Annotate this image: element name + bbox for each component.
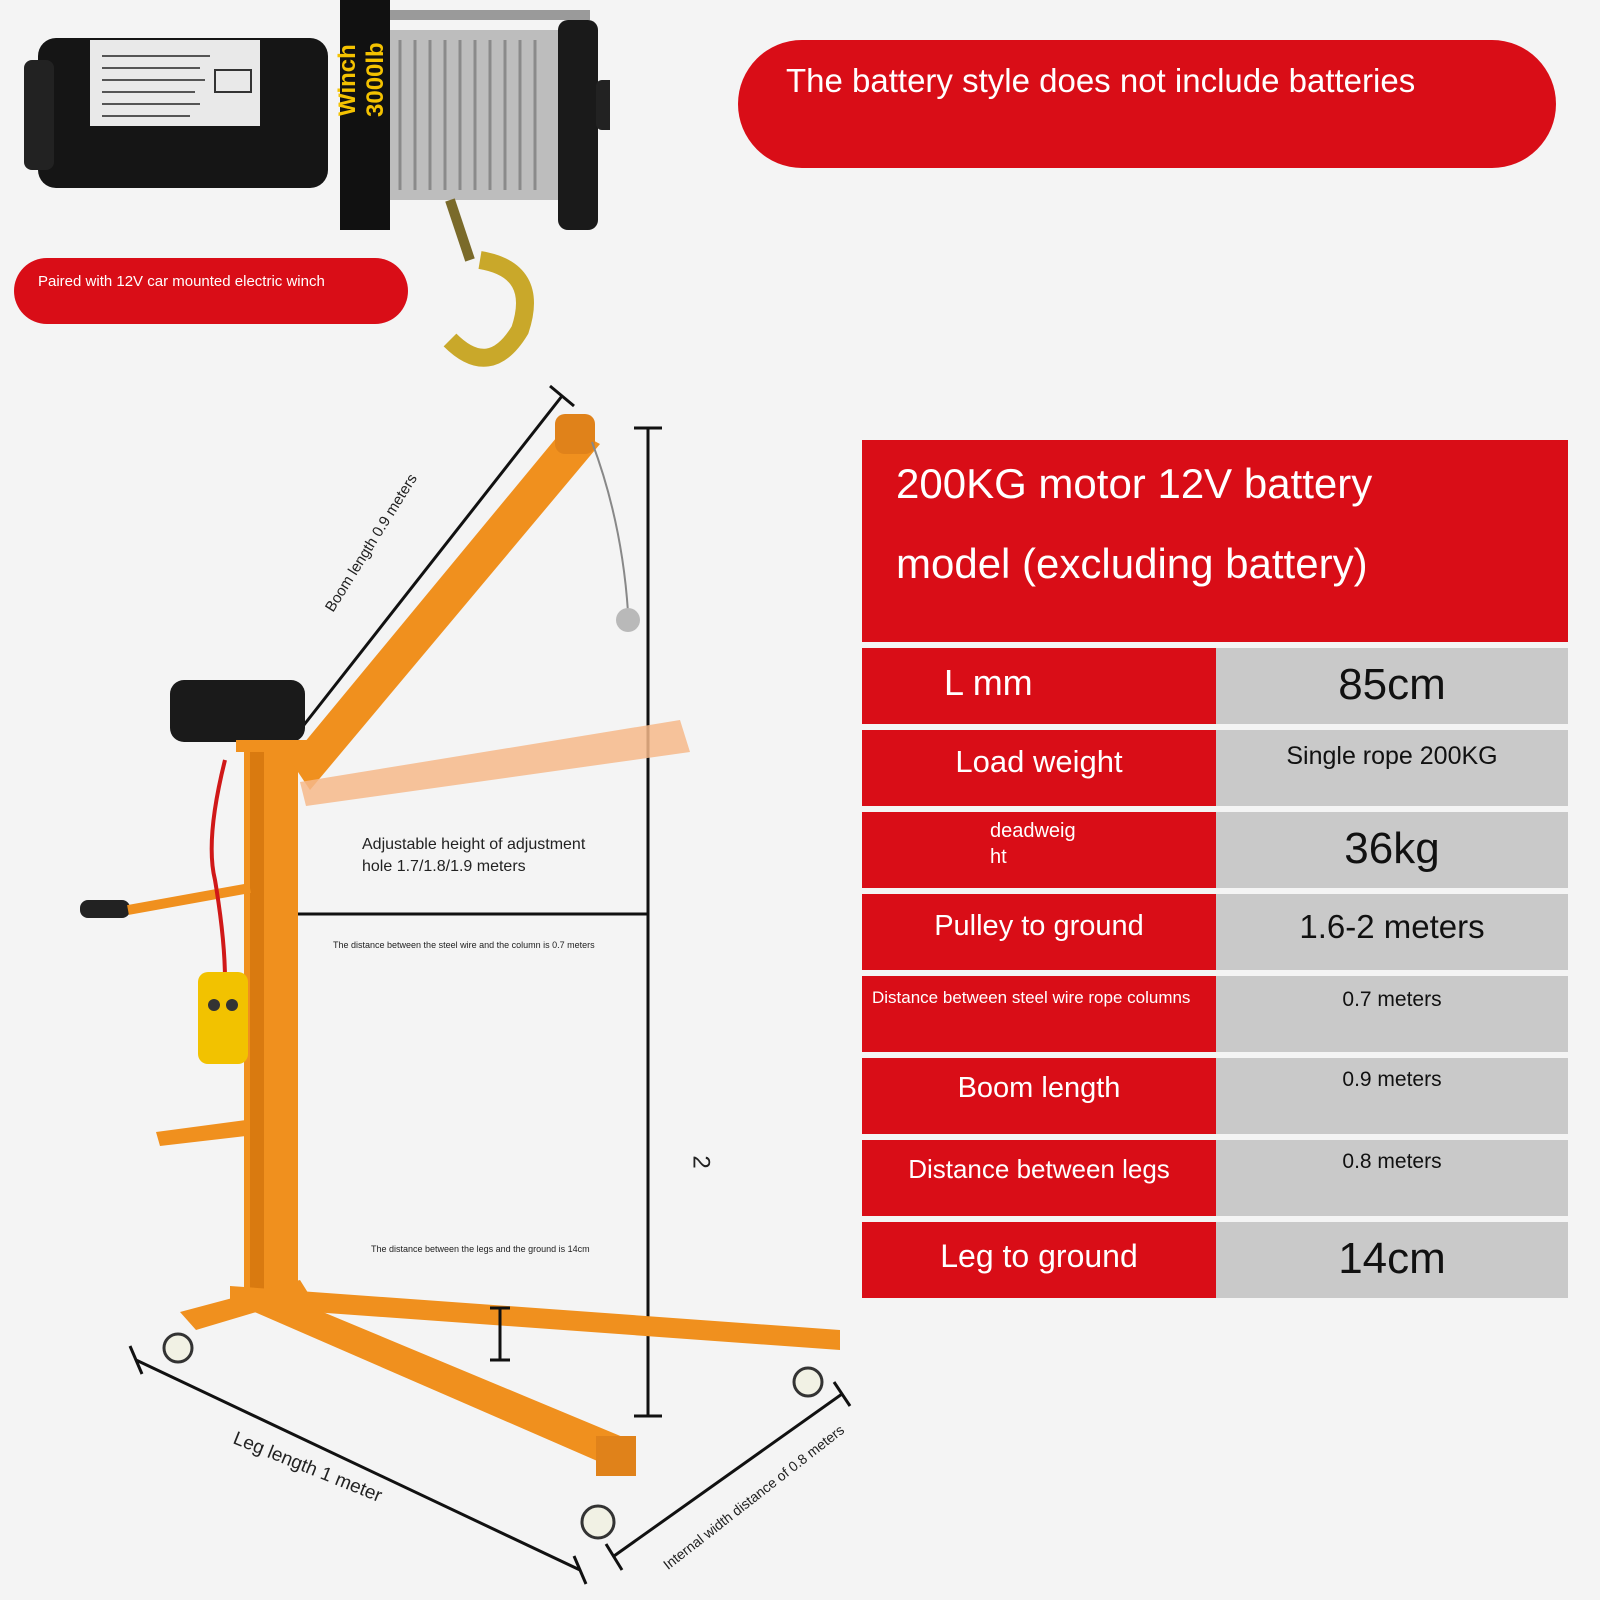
crane-image — [80, 384, 852, 1585]
spec-row-leg-ground: Leg to ground 14cm — [862, 1222, 1568, 1298]
height-dimension-label: 2 — [687, 1155, 715, 1169]
spec-label: Leg to ground — [862, 1222, 1216, 1298]
spec-label: deadweig ht — [862, 812, 1216, 888]
spec-label: Distance between steel wire rope columns — [862, 976, 1216, 1052]
spec-row-wire-distance: Distance between steel wire rope columns… — [862, 976, 1568, 1052]
legs-ground-annotation: The distance between the legs and the gr… — [371, 1244, 590, 1254]
battery-notice-text: The battery style does not include batte… — [786, 62, 1416, 99]
spec-row-load-weight: Load weight Single rope 200KG — [862, 730, 1568, 806]
spec-value: 0.8 meters — [1216, 1140, 1568, 1216]
spec-label: L mm — [862, 648, 1216, 724]
spec-row-leg-distance: Distance between legs 0.8 meters — [862, 1140, 1568, 1216]
winch-brand-text: Winch 3000lb — [334, 42, 389, 118]
spec-row-length: L mm 85cm — [862, 648, 1568, 724]
winch-caption-text: Paired with 12V car mounted electric win… — [38, 273, 325, 290]
spec-row-deadweight: deadweig ht 36kg — [862, 812, 1568, 888]
wire-column-annotation: The distance between the steel wire and … — [333, 940, 595, 950]
spec-value: 85cm — [1216, 648, 1568, 724]
adjust-height-annotation: Adjustable height of adjustment hole 1.7… — [362, 836, 586, 875]
battery-notice-banner: The battery style does not include batte… — [738, 40, 1556, 168]
spec-label: Load weight — [862, 730, 1216, 806]
spec-label: Distance between legs — [862, 1140, 1216, 1216]
spec-value: Single rope 200KG — [1216, 730, 1568, 806]
winch-caption-pill: Paired with 12V car mounted electric win… — [14, 258, 408, 324]
spec-value: 0.7 meters — [1216, 976, 1568, 1052]
spec-value: 36kg — [1216, 812, 1568, 888]
spec-label: Boom length — [862, 1058, 1216, 1134]
spec-label: Pulley to ground — [862, 894, 1216, 970]
spec-row-pulley-ground: Pulley to ground 1.6-2 meters — [862, 894, 1568, 970]
spec-table-title: 200KG motor 12V battery model (excluding… — [862, 440, 1568, 642]
winch-image — [24, 0, 610, 367]
spec-title-line1: 200KG motor 12V battery — [896, 460, 1373, 507]
spec-value: 14cm — [1216, 1222, 1568, 1298]
spec-title-line2: model (excluding battery) — [896, 540, 1368, 587]
spec-value: 1.6-2 meters — [1216, 894, 1568, 970]
spec-value: 0.9 meters — [1216, 1058, 1568, 1134]
spec-row-boom-length: Boom length 0.9 meters — [862, 1058, 1568, 1134]
